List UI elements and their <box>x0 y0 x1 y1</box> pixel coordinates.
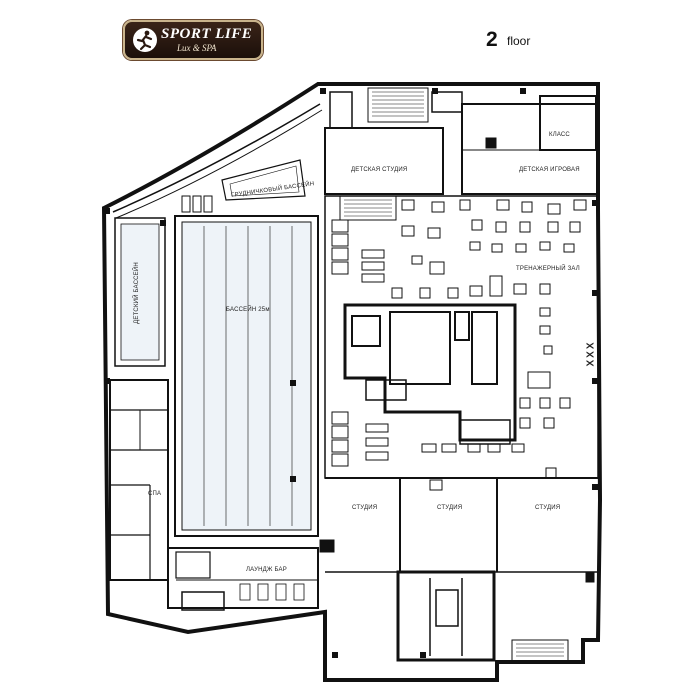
kids-pool <box>114 217 166 367</box>
runner-icon <box>133 28 157 52</box>
room-label-spa: СПА <box>148 491 162 497</box>
floor-label: floor <box>507 34 531 48</box>
brand-name: SPORT LIFE <box>161 26 253 42</box>
sport-life-logo: SPORT LIFE Lux & SPA <box>123 20 263 60</box>
room-label-main-pool: БАССЕЙН 25м <box>226 307 270 313</box>
room-label-lounge-bar: ЛАУНДЖ БАР <box>246 567 287 573</box>
hydro-pool <box>221 159 306 201</box>
room-label-class: КЛАСС <box>549 132 570 138</box>
room-label-gym: ТРЕНАЖЕРНЫЙ ЗАЛ <box>516 266 580 272</box>
playroom-room <box>461 103 599 195</box>
room-label-kids-playroom: ДЕТСКАЯ ИГРОВАЯ <box>519 167 580 173</box>
room-label-studio-3: СТУДИЯ <box>535 505 561 511</box>
class-room <box>539 95 597 151</box>
main-pool-water <box>181 221 312 531</box>
curved-facade <box>112 103 321 213</box>
room-label-studio-2: СТУДИЯ <box>437 505 463 511</box>
floor-number: 2 <box>486 28 498 51</box>
gym-mark: XXX <box>585 340 597 367</box>
kids-studio-room <box>324 127 444 195</box>
stair-bottom <box>511 639 569 663</box>
spa-block <box>109 379 169 581</box>
stair-top <box>367 87 429 123</box>
room-label-kids-pool: ДЕТСКИЙ БАССЕЙН <box>133 262 140 324</box>
lounge-bar-block <box>167 547 319 609</box>
brand-tagline: Lux & SPA <box>177 43 217 53</box>
main-pool-outer <box>174 215 319 537</box>
room-label-studio-1: СТУДИЯ <box>352 505 378 511</box>
outer-wall <box>101 82 603 682</box>
central-core <box>343 303 517 442</box>
bottom-core <box>396 570 496 662</box>
room-label-kids-studio: ДЕТСКАЯ СТУДИЯ <box>351 167 408 173</box>
